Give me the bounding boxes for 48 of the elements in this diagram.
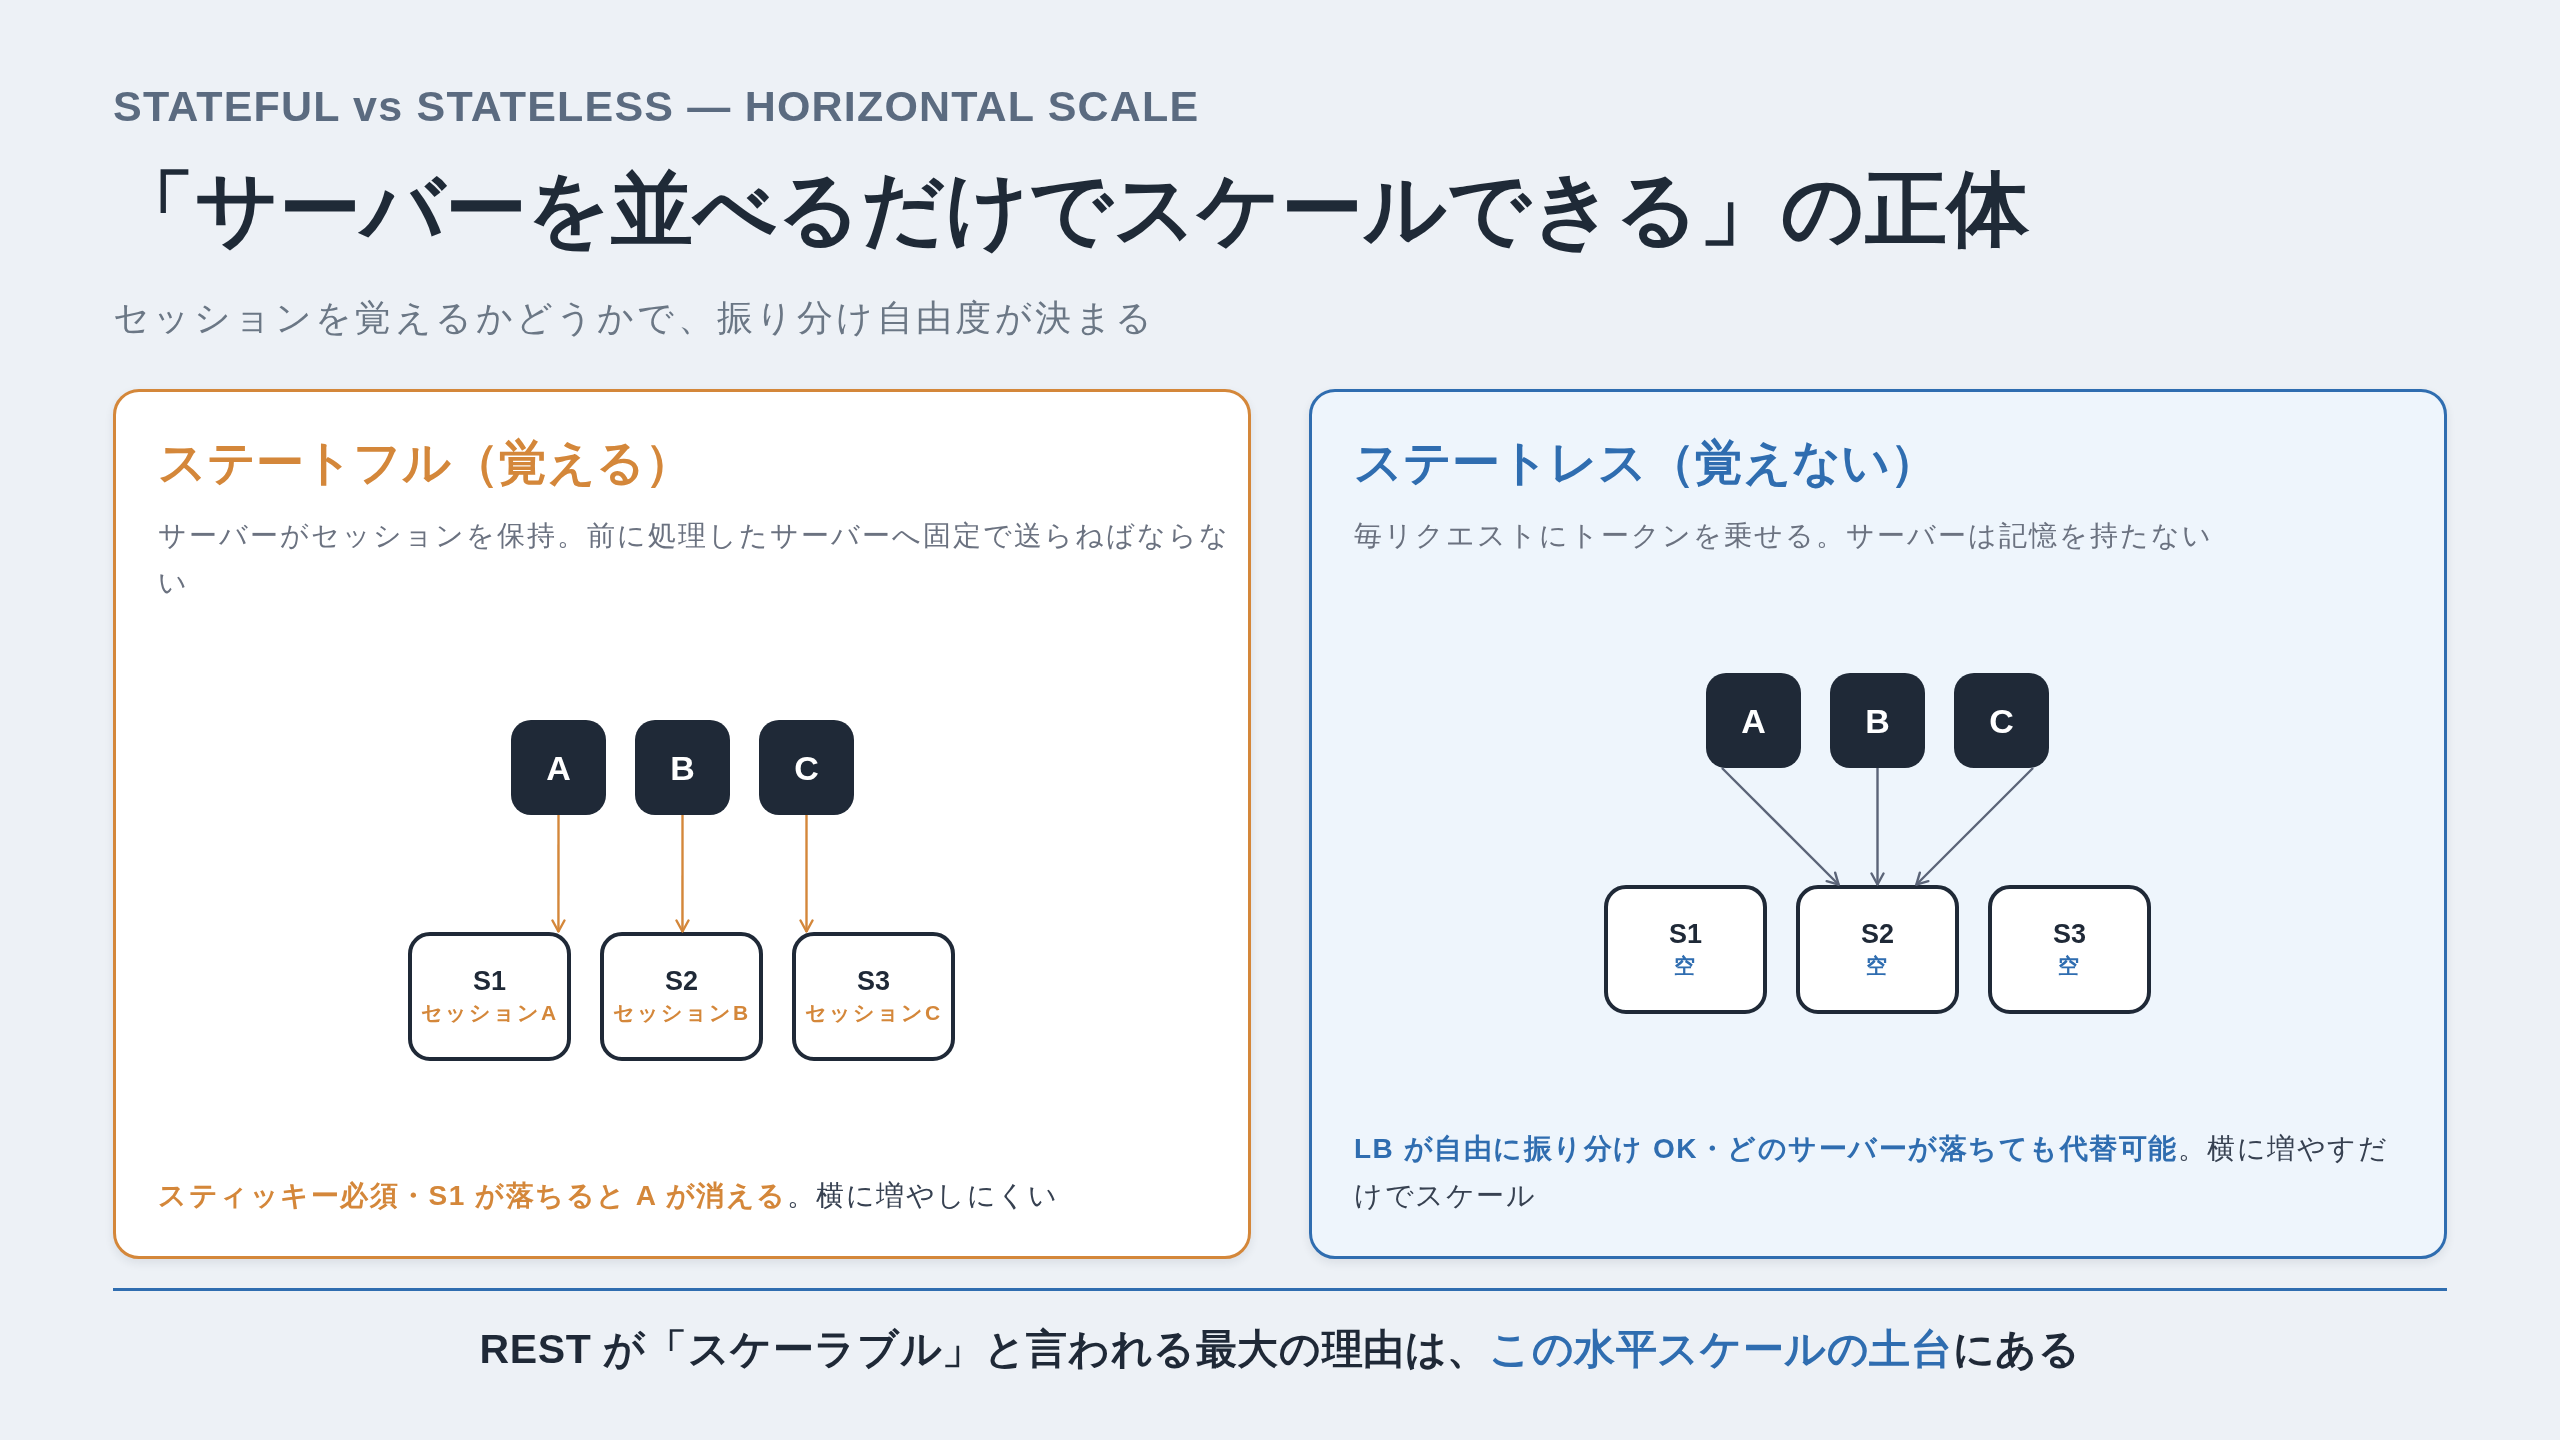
server-box [1988, 885, 2151, 1014]
panel-description: 毎リクエストにトークンを乗せる。サーバーは記憶を持たない [1354, 519, 2214, 553]
client-tile [1954, 673, 2049, 768]
client-tile [759, 720, 854, 815]
panel-description: サーバーがセッションを保持。前に処理したサーバーへ固定で送らねばならない [158, 519, 1231, 600]
server-name: S2 [1861, 917, 1894, 950]
session-label: セッションA [420, 999, 559, 1026]
arrow [799, 815, 814, 933]
server-box [600, 932, 763, 1061]
panel-note: スティッキー必須・S1 が落ちると A が消える。横に増やしにくい [158, 1179, 1060, 1213]
panel-title: ステートレス（覚えない） [1354, 435, 1938, 491]
session-label: セッションB [612, 999, 751, 1026]
session-label: セッションC [804, 999, 943, 1026]
client-tile [511, 720, 606, 815]
panel-card [1309, 389, 2447, 1259]
session-label: 空 [2058, 952, 2081, 979]
title-heading: 「サーバーを並べるだけでスケールできる」の正体 [113, 162, 2029, 256]
server-box [1604, 885, 1767, 1014]
server-name: S3 [2053, 917, 2086, 950]
server-name: S1 [473, 964, 506, 997]
panel-note: LB が自由に振り分け OK・どのサーバーが落ちても代替可能。横に増やすだけでスケール [1354, 1132, 2390, 1213]
server-box [792, 932, 955, 1061]
client-tile [1706, 673, 1801, 768]
server-name: S3 [857, 964, 890, 997]
session-label: 空 [1674, 952, 1697, 979]
server-box [408, 932, 571, 1061]
client-label: C [1989, 700, 2014, 741]
client-label: A [546, 747, 571, 788]
arrow [1915, 767, 2034, 886]
arrow [551, 815, 566, 933]
panel-card [113, 389, 1251, 1259]
arrow [675, 815, 690, 933]
arrow [1870, 768, 1885, 886]
session-label: 空 [1866, 952, 1889, 979]
server-name: S2 [665, 964, 698, 997]
client-label: C [794, 747, 819, 788]
client-label: A [1741, 700, 1766, 741]
server-name: S1 [1669, 917, 1702, 950]
arrow [1721, 767, 1840, 886]
subtitle-text: セッションを覚えるかどうかで、振り分け自由度が決まる [113, 296, 1156, 340]
client-label: B [1865, 700, 1890, 741]
server-box [1796, 885, 1959, 1014]
kicker-text: STATEFUL vs STATELESS — HORIZONTAL SCALE [113, 81, 1200, 131]
client-tile [1830, 673, 1925, 768]
conclusion-text: REST が「スケーラブル」と言われる最大の理由は、この水平スケールの土台にある [478, 1325, 2082, 1374]
panel-title: ステートフル（覚える） [158, 435, 693, 491]
client-label: B [670, 747, 695, 788]
client-tile [635, 720, 730, 815]
